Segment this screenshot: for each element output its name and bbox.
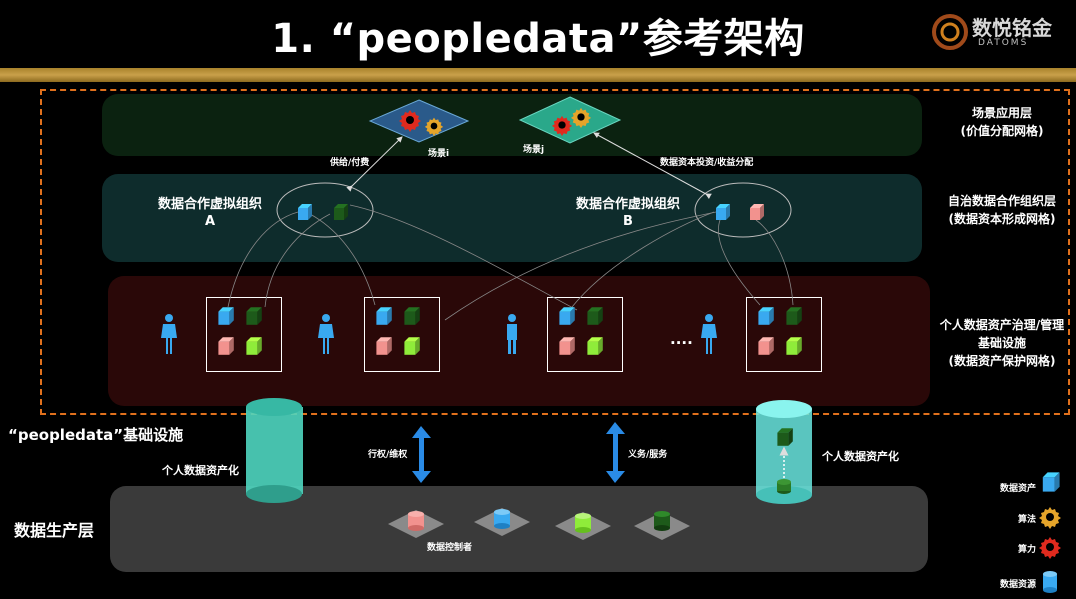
legend-compute-gear-icon	[1039, 537, 1061, 559]
scene-j-label: 场景j	[523, 145, 545, 155]
autonomous-band	[102, 174, 922, 262]
autonomous-layer-label: 自治数据合作组织层(数据资本形成网格)	[947, 194, 1056, 226]
data-asset-cube-icon	[404, 307, 420, 325]
scene-layer-label: 场景应用层(价值分配网格)	[960, 106, 1044, 138]
asset-box-2	[364, 297, 440, 372]
data-asset-cube-icon	[298, 204, 312, 220]
ellipsis-text: ....	[670, 330, 693, 348]
rights-label: 行权/维权	[368, 450, 408, 460]
data-asset-cube-icon	[246, 307, 262, 325]
asset-box-4	[746, 297, 822, 372]
legend-algorithm-label: 算法	[1017, 515, 1036, 525]
data-asset-cube-icon	[716, 204, 730, 220]
duty-label: 义务/服务	[628, 450, 668, 460]
org-a-cubes	[298, 204, 348, 220]
asset-box-3	[547, 297, 623, 372]
data-controller-label: 数据控制者	[427, 543, 473, 553]
page-title: 1. “peopledata”参考架构	[271, 16, 805, 62]
legend-algorithm-gear-icon	[1039, 507, 1061, 529]
person-icons	[161, 314, 717, 354]
data-asset-cube-icon	[376, 307, 392, 325]
assetize-right-cylinder	[756, 400, 812, 504]
legend-resource-label: 数据资源	[999, 580, 1036, 590]
data-asset-cube-icon	[758, 307, 774, 325]
logo-icon	[932, 14, 968, 50]
scene-i-label: 场景i	[428, 149, 450, 159]
assetize-right-label: 个人数据资产化	[822, 450, 899, 463]
logo-sub: DATOMS	[978, 38, 1029, 48]
assetize-left-label: 个人数据资产化	[162, 464, 239, 477]
legend-asset-cube-icon	[1042, 472, 1060, 492]
personal-layer-label: 个人数据资产治理/管理基础设施(数据资产保护网格)	[939, 318, 1065, 368]
data-asset-cube-icon	[758, 337, 774, 355]
logo-name: 数悦铭金	[972, 16, 1052, 40]
data-asset-cube-icon	[246, 337, 262, 355]
data-asset-cube-icon	[334, 204, 348, 220]
data-asset-cube-icon	[786, 337, 802, 355]
data-asset-cube-icon	[218, 307, 234, 325]
blue-double-arrows	[412, 422, 625, 483]
data-resource-platforms	[388, 508, 690, 540]
scene-band	[102, 94, 922, 156]
gold-divider	[0, 68, 1076, 82]
dashed-frame	[40, 89, 1070, 415]
assetize-left-cylinder	[246, 398, 303, 503]
infra-label: “peopledata”基础设施	[8, 426, 184, 444]
legend-compute-label: 算力	[1017, 545, 1036, 555]
data-asset-cube-icon	[587, 307, 603, 325]
data-asset-cube-icon	[559, 307, 575, 325]
legend-resource-cylinder-icon	[1043, 571, 1057, 593]
scene-j-diamond	[518, 96, 622, 144]
data-asset-cube-icon	[587, 337, 603, 355]
data-resource-cylinders	[408, 509, 670, 533]
production-layer-label: 数据生产层	[14, 521, 95, 540]
data-asset-cube-icon	[404, 337, 420, 355]
legend-asset-label: 数据资产	[999, 484, 1036, 494]
data-asset-cube-icon	[750, 204, 764, 220]
asset-box-1	[206, 297, 282, 372]
data-asset-cube-icon	[777, 428, 793, 446]
data-asset-cube-icon	[218, 337, 234, 355]
data-asset-cube-icon	[376, 337, 392, 355]
data-asset-cube-icon	[559, 337, 575, 355]
org-b-cubes	[716, 204, 764, 220]
data-asset-cube-icon	[786, 307, 802, 325]
